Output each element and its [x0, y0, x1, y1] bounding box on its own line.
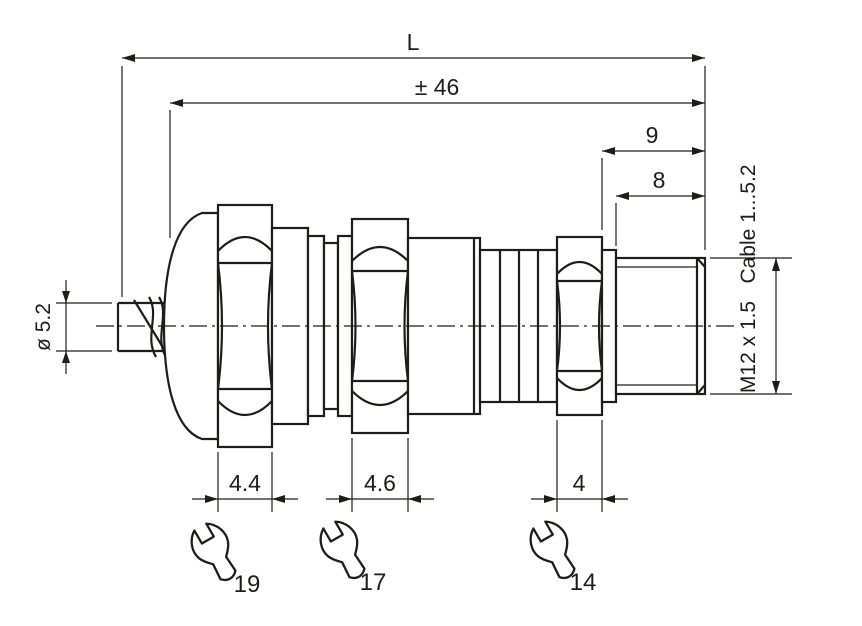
dim-m12-arrow-bottom: [772, 381, 780, 394]
nut14-chamfer-bottom: [556, 377, 603, 392]
dim-8-label: 8: [653, 167, 666, 193]
dim-nut17-width: 4.6: [326, 438, 434, 512]
dim-8-arrow-left: [616, 192, 629, 200]
dim-L-arrow-left: [122, 54, 135, 62]
dim-cable-label: ø 5.2: [32, 303, 55, 351]
nut14-edge-arc-left: [555, 280, 562, 372]
dim-stud-length: 9: [601, 122, 705, 230]
dim-46-arrow-right: [692, 99, 705, 107]
dim-46-label: ± 46: [415, 74, 460, 100]
label-cable-range: Cable 1...5.2: [737, 164, 760, 283]
part-cable: [116, 296, 168, 358]
dim-4-label: 4: [573, 470, 586, 496]
dim-thread-length: 8: [615, 167, 705, 246]
dim-thread-m12: M12 x 1.5: [710, 257, 792, 395]
dim-44-label: 4.4: [229, 470, 261, 496]
thread-chamfer-top: [696, 257, 706, 268]
wrench-17: 17: [312, 514, 387, 596]
dim-9-arrow-left: [602, 147, 615, 155]
wrench-19: 19: [183, 516, 261, 598]
dim-46w-arrow-right: [408, 495, 421, 503]
nut14-chamfer-top: [556, 260, 603, 275]
dim-m12-label: M12 x 1.5: [737, 301, 760, 393]
nut19-chamfer-bottom: [217, 400, 273, 416]
dim-4-arrow-left: [544, 495, 557, 503]
wrench-17-label: 17: [360, 569, 387, 596]
dim-46w-label: 4.6: [364, 470, 396, 496]
dim-L-label: L: [407, 29, 420, 55]
dim-9-label: 9: [646, 122, 659, 148]
wrench-14: 14: [522, 514, 597, 596]
nut19-chamfer-top: [217, 236, 273, 252]
dim-L-arrow-right: [692, 54, 705, 62]
dim-nut14-width: 4: [531, 420, 628, 512]
dim-m12-arrow-top: [772, 258, 780, 271]
dim-cable-arrow-top: [62, 291, 70, 303]
wrench-14-label: 14: [570, 569, 597, 596]
dim-cable-arrow-bottom: [62, 351, 70, 363]
nut17-edge-arc-right: [403, 270, 410, 382]
dim-44-arrow-left: [205, 495, 218, 503]
dim-4-arrow-right: [602, 495, 615, 503]
thread-chamfer-bottom: [696, 384, 706, 395]
dim-overall-length: L: [121, 29, 706, 297]
wrench-19-label: 19: [234, 571, 261, 598]
nut17-chamfer-top: [351, 246, 409, 262]
dim-46-arrow-left: [170, 99, 183, 107]
nut17-chamfer-bottom: [351, 390, 409, 406]
dim-body-length: ± 46: [169, 74, 705, 238]
dim-cable-diameter: ø 5.2: [32, 280, 112, 374]
dim-9-arrow-right: [692, 147, 705, 155]
dim-8-arrow-right: [692, 192, 705, 200]
dim-46w-arrow-left: [339, 495, 352, 503]
dim-44-arrow-right: [272, 495, 285, 503]
dim-nut19-width: 4.4: [192, 452, 298, 512]
